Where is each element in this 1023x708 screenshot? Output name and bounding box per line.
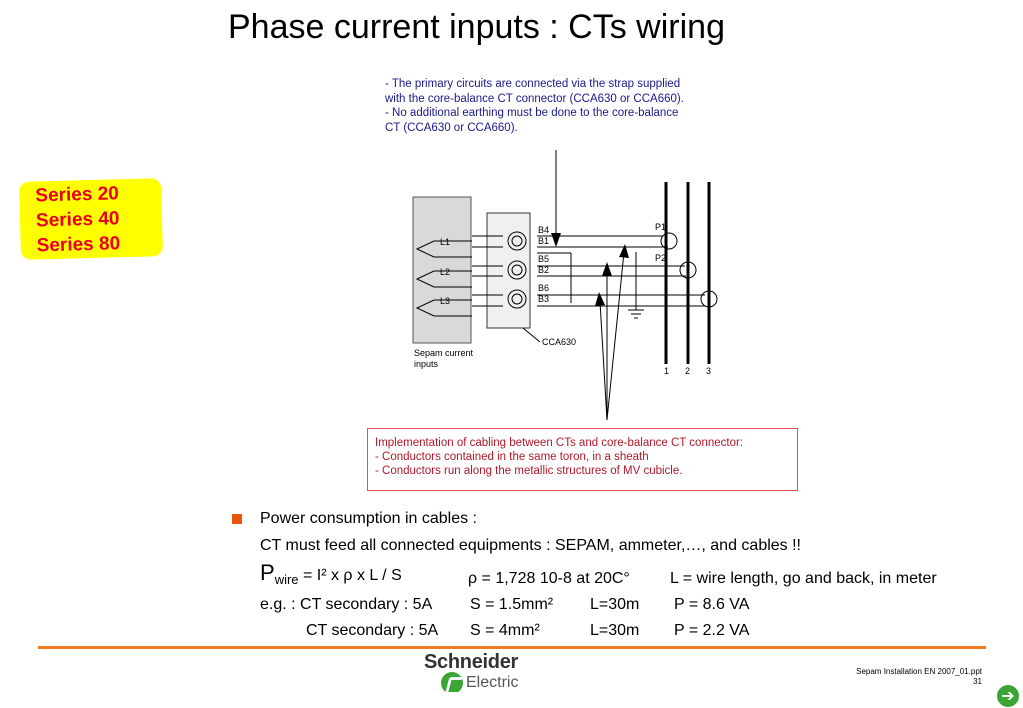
sepam-label-line-1: Sepam current — [414, 348, 474, 358]
length-definition: L = wire length, go and back, in meter — [670, 570, 937, 587]
ct-phase-1 — [660, 232, 678, 250]
cca630-pointer — [522, 327, 541, 343]
earth-symbol — [628, 252, 644, 319]
example-2-power: P = 2.2 VA — [674, 622, 750, 639]
l2-wires — [472, 265, 503, 277]
diagram-lines — [412, 150, 718, 421]
b5-b2-wires — [537, 265, 686, 277]
electric-logo-text: Electric — [466, 674, 519, 691]
l3-wires — [472, 294, 503, 307]
ct-ring-1 — [507, 231, 527, 251]
terminal-b4: B4 — [538, 225, 549, 235]
terminal-b6: B6 — [538, 283, 549, 293]
terminal-b2: B2 — [538, 265, 549, 275]
arrow-heads — [551, 233, 629, 306]
input-label-l3: L3 — [440, 296, 450, 306]
l1-wires — [472, 235, 503, 248]
top-annotation-line: - No additional earthing must be done to… — [385, 107, 679, 119]
bottom-annotation: Implementation of cabling between CTs an… — [367, 428, 798, 491]
example-1-power: P = 8.6 VA — [674, 596, 750, 613]
terminal-b1: B1 — [538, 236, 549, 246]
formula-subscript: wire — [274, 572, 299, 588]
terminal-b5: B5 — [538, 254, 549, 264]
bottom-arrow-2 — [606, 251, 625, 421]
footer-doc-name: Sepam Installation EN 2007_01.ppt — [856, 667, 982, 676]
sepam-input-block — [412, 196, 472, 344]
footer-document-info: Sepam Installation EN 2007_01.ppt 31 — [856, 667, 982, 687]
formula-line: Pwire = I² x ρ x L / S — [260, 560, 402, 593]
terminal-b3: B3 — [538, 294, 549, 304]
cca630-label: CCA630 — [542, 337, 576, 347]
example-1-secondary: e.g. : CT secondary : 5A — [260, 596, 433, 613]
top-annotation: - The primary circuits are connected via… — [385, 77, 735, 135]
formula-expression: = I² x ρ x L / S — [298, 567, 402, 584]
phase-label-1: 1 — [664, 366, 669, 376]
rho-value: ρ = 1,728 10-8 at 20C° — [468, 570, 630, 587]
ct-ring-3 — [507, 289, 527, 309]
common-strap — [537, 252, 572, 303]
formula-p: P — [260, 560, 275, 585]
top-annotation-line: CT (CCA630 or CCA660). — [385, 121, 518, 134]
input-label-l1: L1 — [440, 237, 450, 247]
input-label-l2: L2 — [440, 267, 450, 277]
example-2-length: L=30m — [590, 622, 640, 639]
b6-b3-wires — [537, 294, 705, 307]
l2-input-arrow — [415, 270, 472, 288]
schneider-logo-icon — [441, 672, 463, 694]
footer-page-number: 31 — [973, 677, 982, 686]
primary-label-p2: P2 — [655, 253, 666, 263]
l1-input-arrow — [415, 240, 472, 258]
bottom-annotation-line: Implementation of cabling between CTs an… — [375, 437, 743, 449]
bottom-arrow-3 — [599, 301, 608, 421]
footer-divider — [38, 646, 986, 649]
top-annotation-line: with the core-balance CT connector (CCA6… — [385, 92, 684, 105]
schneider-logo-text: Schneider — [424, 651, 518, 673]
top-annotation-line: - The primary circuits are connected via… — [385, 78, 681, 90]
phase-label-2: 2 — [685, 366, 690, 376]
l3-input-arrow — [415, 299, 472, 317]
example-1-section: S = 1.5mm² — [470, 596, 554, 613]
example-2-secondary: CT secondary : 5A — [306, 622, 439, 639]
next-slide-button[interactable]: ➔ — [997, 685, 1019, 707]
example-2-section: S = 4mm² — [470, 622, 540, 639]
bullet-heading: Power consumption in cables : — [260, 510, 477, 527]
bottom-annotation-line: - Conductors run along the metallic stru… — [375, 465, 683, 477]
primary-label-p1: P1 — [655, 222, 666, 232]
bottom-annotation-line: - Conductors contained in the same toron… — [375, 451, 649, 463]
ct-ring-2 — [507, 260, 527, 280]
body-line-2: CT must feed all connected equipments : … — [260, 537, 801, 554]
page-title: Phase current inputs : CTs wiring — [228, 8, 725, 46]
bullet-square-icon — [232, 514, 242, 524]
phase-label-3: 3 — [706, 366, 711, 376]
sepam-label-line-2: inputs — [414, 359, 439, 369]
example-1-length: L=30m — [590, 596, 640, 613]
